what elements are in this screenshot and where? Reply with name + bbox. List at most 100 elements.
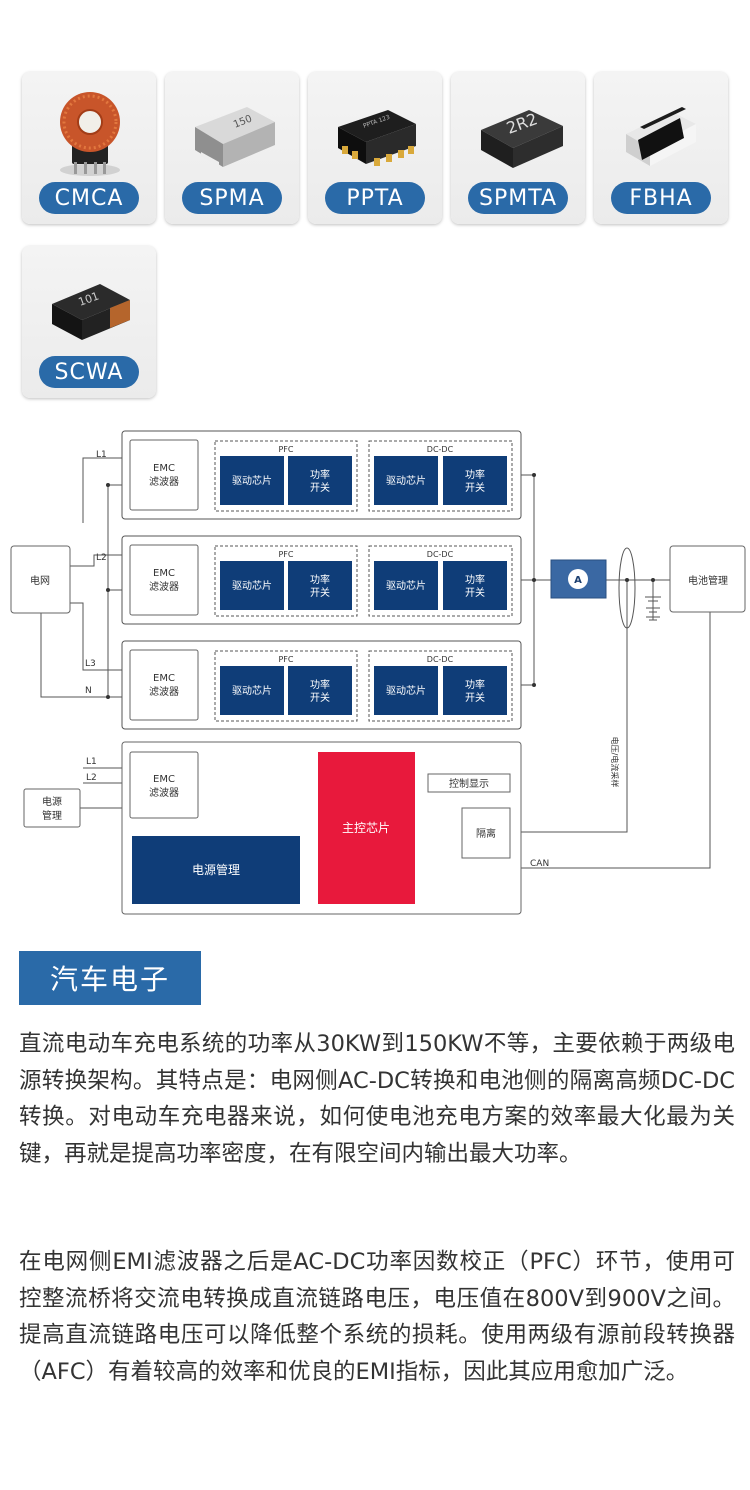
smd-power-inductor-icon: 150 — [195, 107, 275, 167]
driver-chip-label: 驱动芯片 — [232, 474, 272, 487]
pfc-label: PFC — [278, 655, 293, 664]
power-switch-block — [288, 456, 352, 505]
driver-chip-label: 驱动芯片 — [232, 684, 272, 697]
power-management-block — [132, 836, 300, 904]
emc-label-line1: EMC — [153, 673, 175, 684]
power-switch-line2: 开关 — [310, 691, 330, 704]
dcdc-label: DC-DC — [427, 655, 454, 664]
isolation-block — [461, 807, 511, 859]
line-label-l2: L2 — [96, 553, 107, 563]
battery-management-label: 电池管理 — [688, 574, 728, 587]
power-switch-line2: 开关 — [465, 481, 485, 494]
product-card-spmta[interactable]: 2R2 SPMTA — [451, 72, 585, 224]
driver-chip-label: 驱动芯片 — [232, 579, 272, 592]
power-source-line2: 管理 — [42, 809, 62, 822]
driver-chip-block — [220, 666, 284, 715]
driver-chip-label: 驱动芯片 — [386, 474, 426, 487]
display-label: 控制显示 — [449, 777, 489, 790]
line-label-l3: L3 — [85, 659, 96, 669]
molded-inductor-icon: 2R2 — [481, 109, 563, 168]
product-card-scwa[interactable]: 101 SCWA — [22, 246, 156, 398]
emc-filter-block — [129, 439, 199, 511]
line-label-n: N — [85, 686, 92, 696]
product-label: CMCA — [39, 182, 139, 214]
driver-chip-block — [220, 561, 284, 610]
power-switch-line2: 开关 — [310, 586, 330, 599]
grid-block — [10, 545, 71, 614]
power-switch-line2: 开关 — [465, 586, 485, 599]
ctrl-line-label-l2: L2 — [86, 773, 97, 783]
emc-filter-block — [129, 649, 199, 721]
smd-transformer-icon: PPTA 123 — [338, 110, 416, 166]
section-title: 汽车电子 — [19, 951, 201, 1005]
emc-label-line1: EMC — [153, 568, 175, 579]
dcdc-group — [368, 440, 513, 512]
emc-label-line2: 滤波器 — [149, 685, 179, 698]
power-switch-line1: 功率 — [310, 678, 330, 691]
power-source-line1: 电源 — [42, 795, 62, 808]
power-management-label: 电源管理 — [192, 862, 240, 877]
driver-chip-block — [374, 456, 438, 505]
driver-chip-block — [220, 456, 284, 505]
paragraph-1: 直流电动车充电系统的功率从30KW到150KW不等，主要依赖于两级电源转换架构。… — [19, 1031, 735, 1167]
power-switch-line1: 功率 — [465, 468, 485, 481]
main-chip-label: 主控芯片 — [342, 821, 390, 835]
power-switch-line1: 功率 — [310, 468, 330, 481]
emc-label-line1: EMC — [153, 463, 175, 474]
can-label: CAN — [530, 859, 549, 869]
ctrl-line-label-l1: L1 — [86, 757, 97, 767]
power-switch-line1: 功率 — [310, 573, 330, 586]
power-switch-line2: 开关 — [465, 691, 485, 704]
pfc-group — [214, 545, 358, 617]
product-label: SPMTA — [468, 182, 568, 214]
ammeter-label: A — [574, 575, 582, 586]
ferrite-bead-icon — [626, 107, 696, 166]
product-card-fbha[interactable]: FBHA — [594, 72, 728, 224]
emc-filter-block — [129, 544, 199, 616]
main-chip-block — [318, 752, 415, 904]
product-card-cmca[interactable]: CMCA — [22, 72, 156, 224]
product-label: SPMA — [182, 182, 282, 214]
current-sensor-loop — [618, 547, 636, 629]
pfc-group — [214, 650, 358, 722]
power-switch-block — [288, 666, 352, 715]
emc-label-line1: EMC — [153, 774, 175, 785]
emc-label-line2: 滤波器 — [149, 475, 179, 488]
pfc-group — [214, 440, 358, 512]
emc-label-line2: 滤波器 — [149, 580, 179, 593]
power-switch-block — [288, 561, 352, 610]
product-card-ppta[interactable]: PPTA 123 PPTA — [308, 72, 442, 224]
product-label: PPTA — [325, 182, 425, 214]
dcdc-label: DC-DC — [427, 445, 454, 454]
product-card-spma[interactable]: 150 SPMA — [165, 72, 299, 224]
power-switch-line1: 功率 — [465, 678, 485, 691]
power-source-block — [23, 788, 81, 828]
toroid-choke-icon — [60, 92, 120, 176]
emc-filter-block — [129, 751, 199, 819]
pfc-label: PFC — [278, 445, 293, 454]
power-switch-line1: 功率 — [465, 573, 485, 586]
power-switch-block — [443, 456, 507, 505]
product-label: FBHA — [611, 182, 711, 214]
paragraph-2: 在电网侧EMI滤波器之后是AC-DC功率因数校正（PFC）环节，使用可控整流桥将… — [19, 1249, 735, 1385]
emc-label-line2: 滤波器 — [149, 786, 179, 799]
ammeter-icon — [568, 569, 588, 589]
dcdc-label: DC-DC — [427, 550, 454, 559]
display-block — [427, 773, 511, 793]
power-switch-line2: 开关 — [310, 481, 330, 494]
line-label-l1: L1 — [96, 450, 107, 460]
dcdc-group — [368, 650, 513, 722]
grid-label: 电网 — [30, 574, 50, 587]
product-label: SCWA — [39, 356, 139, 388]
sense-label: 电压/电流采样 — [610, 737, 620, 788]
driver-chip-label: 驱动芯片 — [386, 684, 426, 697]
driver-chip-label: 驱动芯片 — [386, 579, 426, 592]
shielded-inductor-icon: 101 — [52, 284, 130, 340]
driver-chip-block — [374, 561, 438, 610]
power-switch-block — [443, 666, 507, 715]
power-switch-block — [443, 561, 507, 610]
pfc-label: PFC — [278, 550, 293, 559]
